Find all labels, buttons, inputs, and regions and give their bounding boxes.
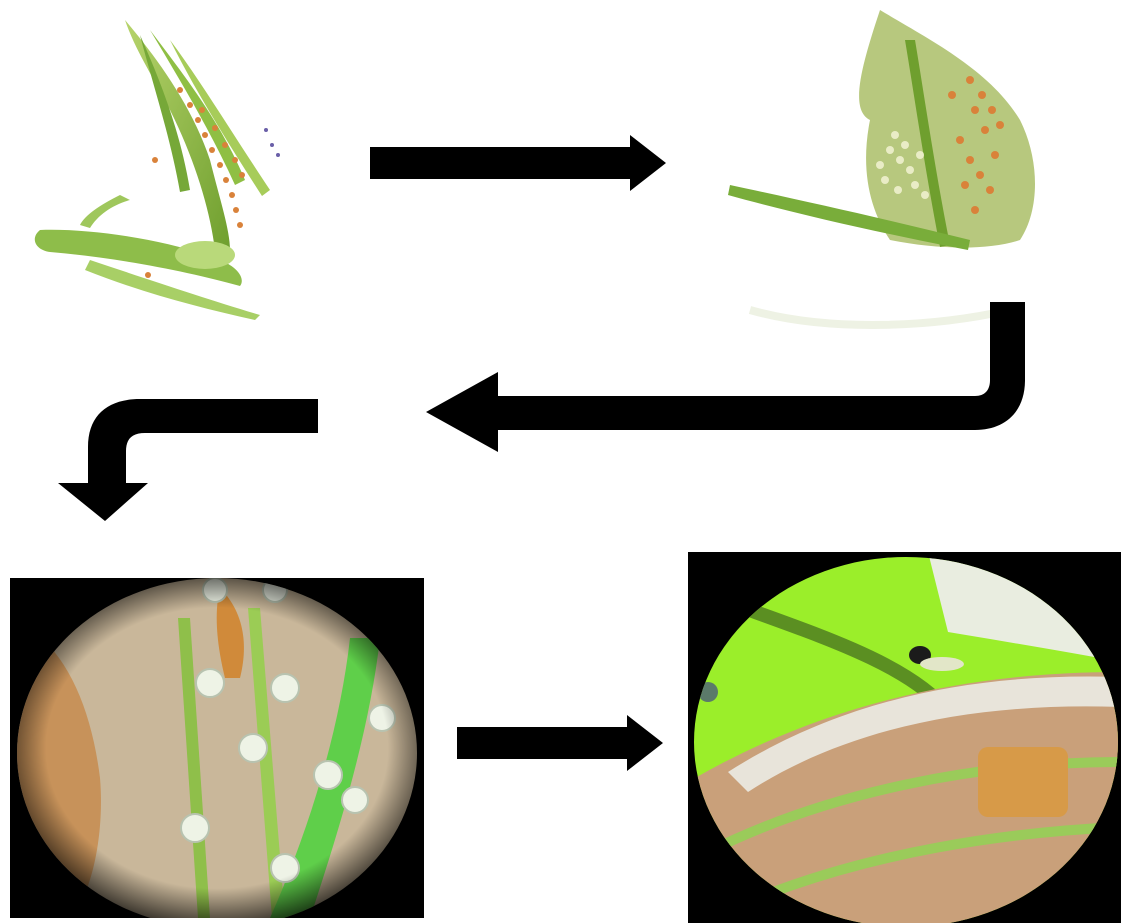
- arrow-step3-to-step4: [455, 715, 665, 775]
- arrow-step2-to-step3-horizontal: [420, 302, 1035, 452]
- step-1-plant-stem-image: [30, 10, 320, 320]
- arrow-step1-to-step2: [368, 135, 668, 195]
- step-2-unrolled-leaf-image: [720, 10, 1060, 340]
- step-4-microscope-larva-image: [688, 552, 1121, 923]
- arrow-step2-to-step3-down: [50, 395, 320, 525]
- step-3-microscope-eggs-image: [10, 578, 424, 918]
